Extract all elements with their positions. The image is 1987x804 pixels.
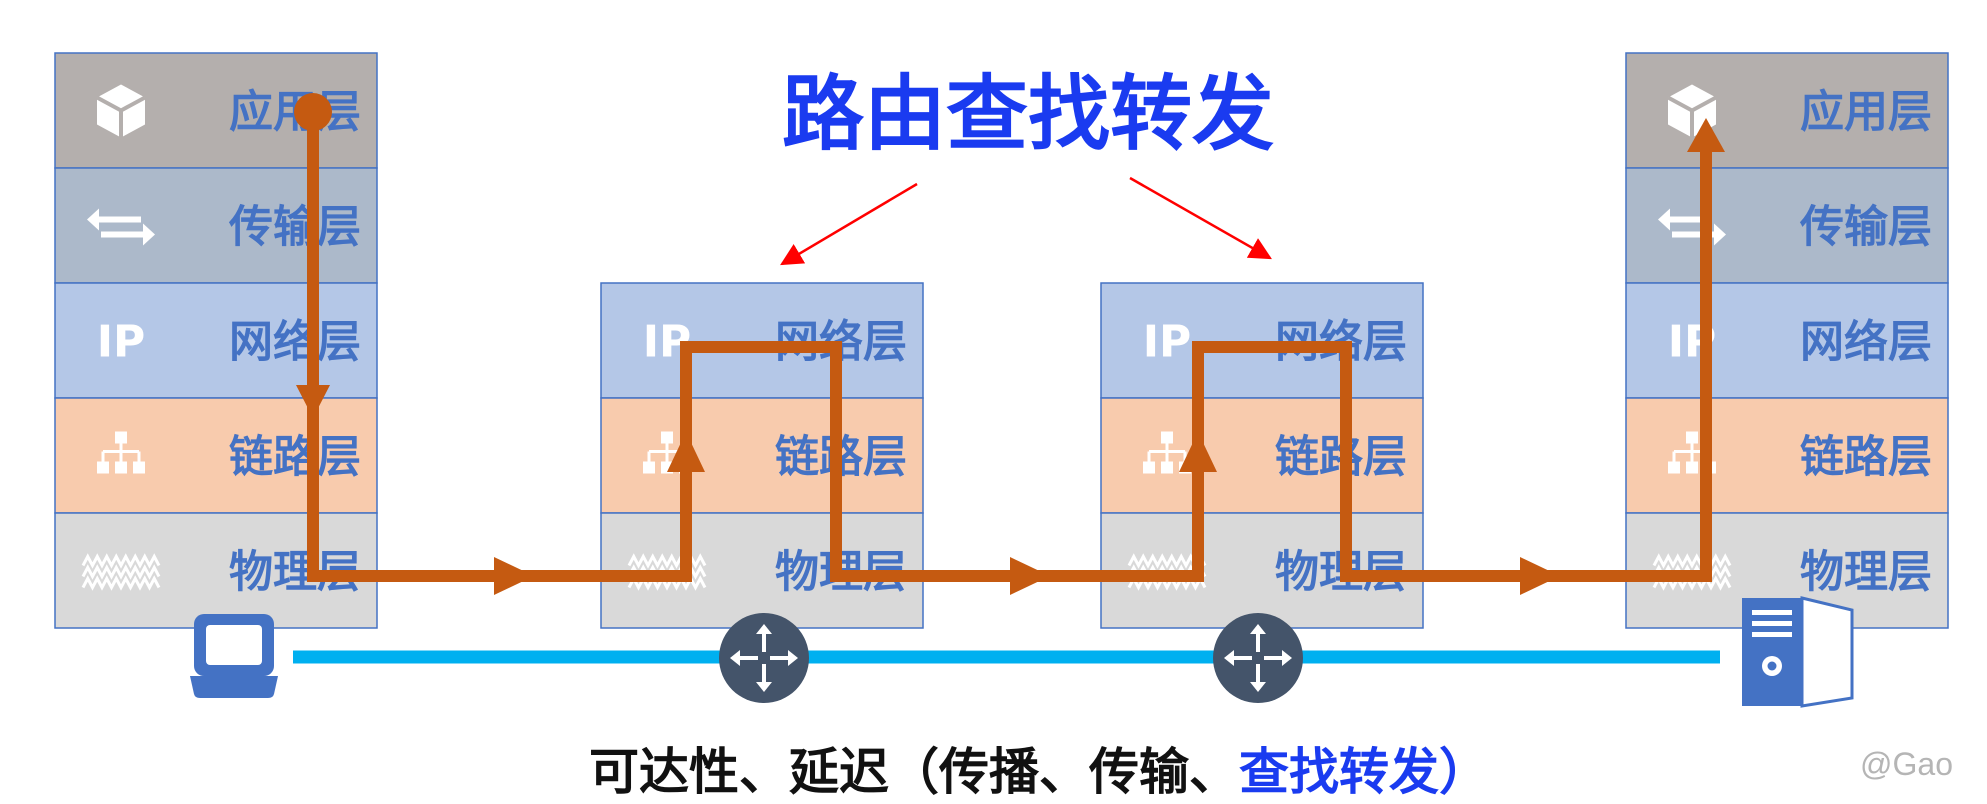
exchange-arrows-icon [87,208,155,246]
layer-network: IP 网络层 [54,282,378,399]
laptop-icon [190,614,278,698]
layer-label: 网络层 [1800,317,1932,368]
caption-suffix: ） [1439,743,1489,801]
layer-link: 链路层 [1625,397,1949,514]
path-arrow-right [494,557,534,595]
ip-icon: IP [1143,317,1192,368]
layer-label: 物理层 [1800,547,1932,598]
network-hierarchy-icon [97,431,145,474]
exchange-arrows-icon [1658,208,1726,246]
layer-label: 应用层 [1800,87,1932,138]
ip-icon: IP [97,317,146,368]
layer-label: 传输层 [228,202,361,253]
ip-icon-text: IP [97,317,146,368]
path-arrow-down [296,385,330,418]
pointer-arrow-right [1129,176,1272,260]
caption-highlight: 查找转发 [1239,743,1439,801]
diagram-title: 路由查找转发 [782,67,1274,162]
pointer-arrow-left [780,182,918,266]
path-arrow-right [1520,557,1560,595]
server-icon [1742,596,1854,708]
layer-label: 链路层 [1800,432,1932,483]
layer-link: 链路层 [1100,397,1424,514]
path-arrow-up [667,432,705,472]
layer-app: 应用层 [1625,52,1949,169]
wave-pattern-icon [81,553,161,591]
layer-transport: 传输层 [1625,167,1949,284]
path-arrow-up [1687,118,1725,152]
layer-label: 链路层 [229,432,361,483]
packet-path [294,93,1725,595]
layer-label: 传输层 [1799,202,1932,253]
router-icon [1213,613,1303,703]
path-arrow-right [1010,557,1050,595]
caption-prefix: 可达性、延迟（传播、传输、 [589,743,1239,801]
layer-link: 链路层 [54,397,378,514]
watermark: @Gao [1860,746,1953,782]
cube-icon [96,84,146,138]
layer-label: 网络层 [229,317,361,368]
caption: 可达性、延迟（传播、传输、查找转发） [589,743,1489,801]
layer-transport: 传输层 [54,167,378,284]
path-arrow-up [1179,432,1217,472]
ip-icon-text: IP [1143,317,1192,368]
layer-link: 链路层 [600,397,924,514]
router-icon [719,613,809,703]
